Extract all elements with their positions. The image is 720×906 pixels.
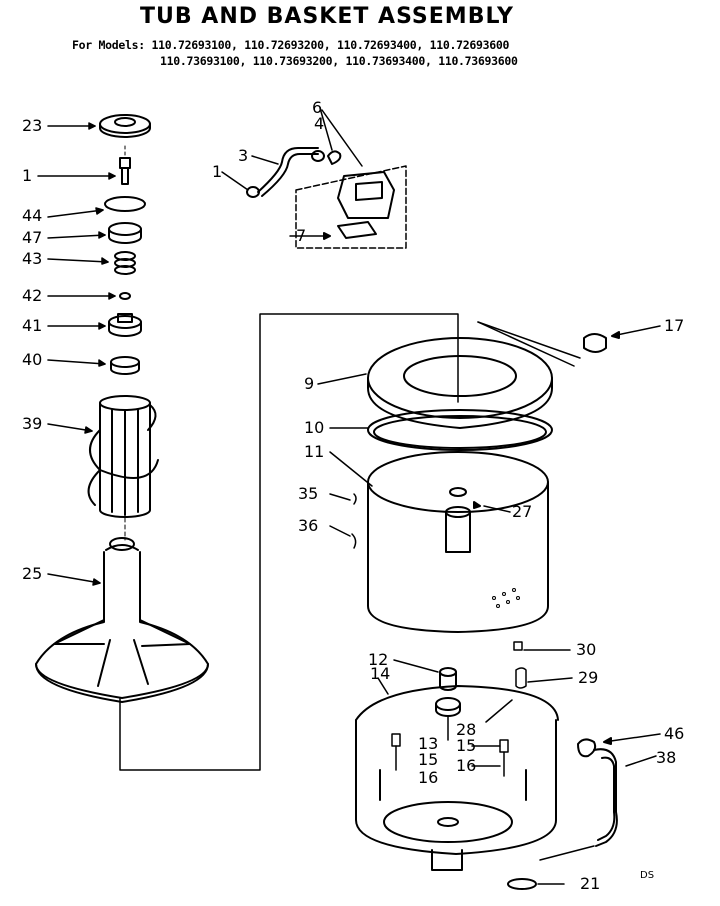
label-part-39: 39 (22, 414, 43, 433)
hose-group (221, 107, 407, 249)
footer-code: DS (640, 870, 655, 881)
label-part-12: 12 (368, 650, 389, 669)
part-agitator (35, 537, 209, 703)
part-fasteners (391, 733, 509, 777)
label-part-42: 42 (22, 286, 43, 305)
label-part-30: 30 (576, 640, 597, 659)
label-part-7: 7 (296, 226, 307, 245)
left-leaders (37, 122, 116, 586)
label-part-27: 27 (512, 502, 533, 521)
label-part-16-left: 16 (418, 768, 439, 787)
label-part-14: 14 (370, 664, 391, 683)
label-part-40: 40 (22, 350, 43, 369)
label-part-11: 11 (304, 442, 325, 461)
label-part-4: 4 (314, 114, 325, 133)
label-part-9: 9 (304, 374, 315, 393)
label-part-44: 44 (22, 206, 43, 225)
assembly-bracket-line (119, 313, 459, 771)
part-cup (108, 222, 142, 244)
label-part-1-left: 1 (22, 166, 33, 185)
part-bushing (108, 313, 142, 337)
models-line-1: For Models: 110.72693100, 110.72693200, … (72, 38, 510, 52)
part-washer (104, 196, 146, 212)
part-drain-hose (539, 733, 661, 861)
part-outer-tub (355, 677, 559, 871)
label-part-25: 25 (22, 564, 43, 583)
label-part-36: 36 (298, 516, 319, 535)
part-clip (477, 321, 661, 367)
label-part-13: 13 (418, 734, 439, 753)
label-part-15-right: 15 (456, 736, 477, 755)
label-part-46: 46 (664, 724, 685, 743)
label-part-17: 17 (664, 316, 685, 335)
models-line-2: 110.73693100, 110.73693200, 110.73693400… (160, 54, 518, 68)
label-part-3: 3 (238, 146, 249, 165)
part-auger (87, 395, 159, 541)
label-part-16-right: 16 (456, 756, 477, 775)
label-part-35: 35 (298, 484, 319, 503)
diagram-title: TUB AND BASKET ASSEMBLY (140, 4, 514, 29)
label-part-6: 6 (312, 98, 323, 117)
label-part-10: 10 (304, 418, 325, 437)
label-part-28: 28 (456, 720, 477, 739)
part-gasket (329, 409, 553, 451)
label-part-21: 21 (580, 874, 601, 893)
part-ring (110, 356, 140, 375)
part-seal-and-nut (393, 659, 461, 741)
label-part-41: 41 (22, 316, 43, 335)
part-bolt (119, 145, 131, 185)
part-small-fittings (485, 641, 573, 723)
label-part-1-hose: 1 (212, 162, 223, 181)
part-clips-35-36 (329, 493, 357, 549)
label-part-38: 38 (656, 748, 677, 767)
label-part-47: 47 (22, 228, 43, 247)
part-spring (114, 251, 136, 275)
label-part-15-left: 15 (418, 750, 439, 769)
part-basket (329, 451, 549, 633)
label-part-23: 23 (22, 116, 43, 135)
label-part-43: 43 (22, 249, 43, 268)
label-part-29: 29 (578, 668, 599, 687)
part-bottom-washer (507, 878, 537, 890)
part-small-ring (119, 292, 131, 300)
part-tub-ring (317, 337, 553, 429)
part-cap (99, 114, 151, 138)
